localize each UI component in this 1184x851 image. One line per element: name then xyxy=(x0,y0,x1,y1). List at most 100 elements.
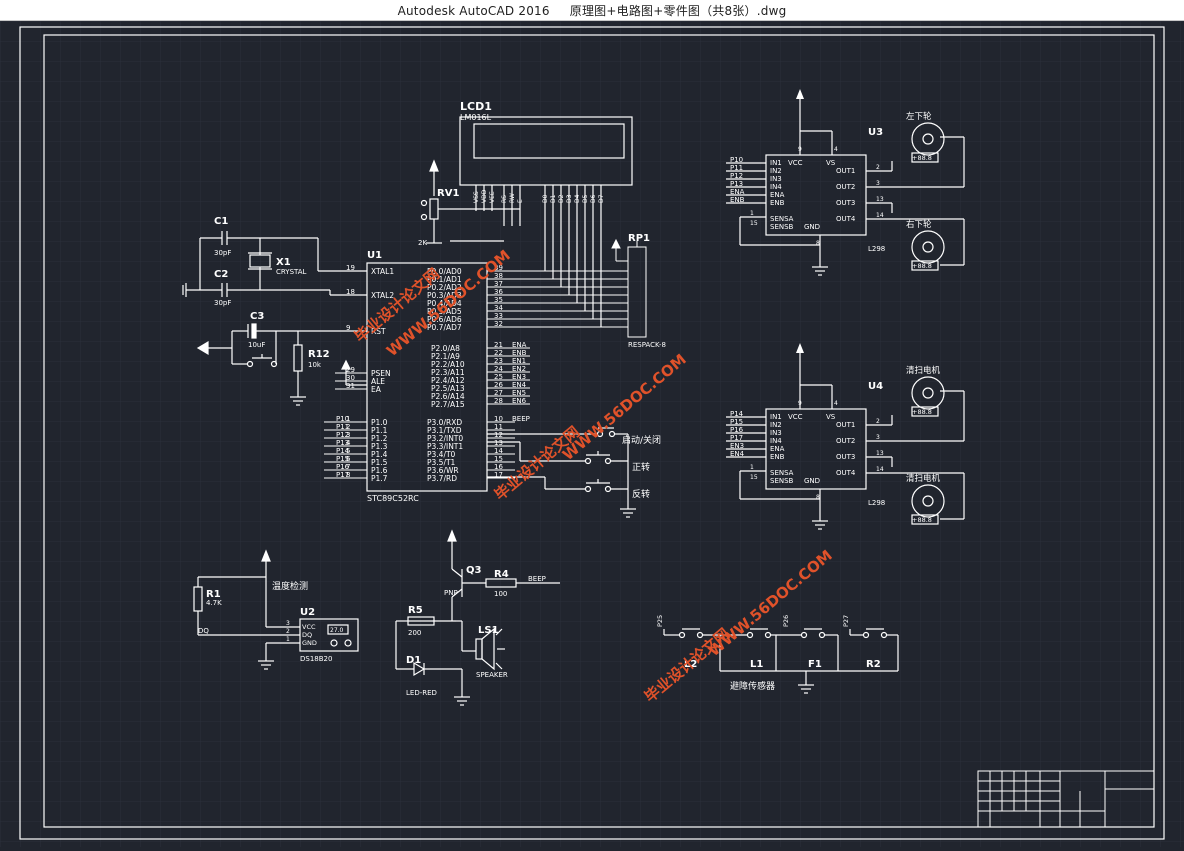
r1-ref: R1 xyxy=(206,589,221,600)
motor-hub xyxy=(922,133,934,145)
mcu-pin-number: 30 xyxy=(346,374,355,382)
mcu-stc89c52rc: U1 STC89C52RC XTAL1XTAL2RSTPSENALEEAP1.0… xyxy=(335,250,530,503)
l298-pin-label: GND xyxy=(804,223,820,231)
l298-input-net: P12 xyxy=(730,172,743,180)
motor-label: 左下轮 xyxy=(906,111,932,122)
mcu-pin-number: 10 xyxy=(494,415,503,423)
rv1-ref: RV1 xyxy=(437,188,459,199)
obstacle-l1: L1 xyxy=(750,659,763,670)
motor-display xyxy=(911,260,939,271)
mcu-pin-label: P3.4/T0 xyxy=(427,450,456,459)
motor-label: 清扫电机 xyxy=(906,473,941,484)
l298-pin-number: 13 xyxy=(876,450,884,457)
mcu-pin-label: P1.4 xyxy=(371,450,388,459)
beep-net-label: BEEP xyxy=(528,575,546,583)
l298-pin-label: VCC xyxy=(788,413,803,421)
title-bar: Autodesk AutoCAD 2016 原理图+电路图+零件图（共8张）.d… xyxy=(0,0,1184,21)
mcu-pin-label: P3.0/RXD xyxy=(427,418,462,427)
mcu-pin-number: 26 xyxy=(494,381,503,389)
motor xyxy=(911,376,945,410)
l298-pin-label: SENSA xyxy=(770,215,794,223)
r4-value: 100 xyxy=(494,590,507,598)
window-title: Autodesk AutoCAD 2016 原理图+电路图+零件图（共8张）.d… xyxy=(397,3,787,18)
mcu-pin-number: 13 xyxy=(494,439,503,447)
d1-part: LED-RED xyxy=(406,689,437,697)
mcu-pin-number: 5 xyxy=(346,447,350,455)
switch-start-stop-label: 启动/关闭 xyxy=(622,434,661,446)
l298-pin-label: OUT1 xyxy=(836,167,855,175)
mcu-pin-label: P0.2/AD2 xyxy=(427,283,462,292)
motor-value: +88.8 xyxy=(912,154,932,162)
mcu-pin-number: 1 xyxy=(346,415,350,423)
l298-pin-number: 15 xyxy=(750,220,758,227)
mcu-pin-number: 7 xyxy=(346,463,350,471)
l298-input-net: P13 xyxy=(730,180,743,188)
mcu-pin-number: 15 xyxy=(494,455,503,463)
l298-pin-number: 9 xyxy=(798,146,802,153)
c3-ref: C3 xyxy=(250,311,264,322)
temperature-sensor-circuit: 温度检测 R1 4.7K DQ U2 DS18B20 VCC DQ GND 3 … xyxy=(193,549,359,670)
mcu-pin-number: 8 xyxy=(346,471,350,479)
r4-ref: R4 xyxy=(494,569,509,580)
l298-pin-number: 4 xyxy=(834,146,838,153)
obstacle-f1: F1 xyxy=(808,659,822,670)
mcu-pin-label: P1.0 xyxy=(371,418,388,427)
dq-net-label: DQ xyxy=(198,627,209,635)
l298-ref: U3 xyxy=(868,127,883,138)
mcu-pin-label: P3.1/TXD xyxy=(427,426,462,435)
lcd-pin-label: VSS xyxy=(473,191,480,203)
p1-net-label: P16 xyxy=(336,463,350,471)
mcu-pin-label: RST xyxy=(371,327,386,336)
p2-net-label: EN1 xyxy=(512,357,526,365)
motor-value: +88.8 xyxy=(912,408,932,416)
l298-pin-label: ENA xyxy=(770,191,785,199)
l298-pin-number: 2 xyxy=(876,418,880,425)
mcu-pin-number: 37 xyxy=(494,280,503,288)
mcu-left-pins: XTAL1XTAL2RSTPSENALEEAP1.0P1.1P1.2P1.3P1… xyxy=(371,267,394,483)
mcu-pin-number: 22 xyxy=(494,349,503,357)
q3-ref: Q3 xyxy=(466,565,482,576)
r12-value: 10k xyxy=(308,361,322,369)
vcc-arrow xyxy=(796,89,804,99)
l298-input-net: P17 xyxy=(730,434,743,442)
mcu-pin-label: P2.0/A8 xyxy=(431,344,460,353)
l298-pin-label: OUT3 xyxy=(836,453,855,461)
p2-net-label: ENA xyxy=(512,341,527,349)
motor xyxy=(911,230,945,264)
ls1-part: SPEAKER xyxy=(476,671,508,679)
obstacle-l2: L2 xyxy=(684,659,697,670)
u2-pin-dq: DQ xyxy=(302,631,312,639)
mcu-pin-label: P1.1 xyxy=(371,426,388,435)
motor-display xyxy=(911,514,939,525)
l298-pin-label: ENB xyxy=(770,453,785,461)
mcu-pin-label: P3.2/INT0 xyxy=(427,434,463,443)
mcu-pin-label: P2.3/A11 xyxy=(431,368,465,377)
mcu-pin-label: P1.7 xyxy=(371,474,388,483)
mcu-pin-label: P0.3/AD3 xyxy=(427,291,462,300)
title-block xyxy=(977,770,1155,828)
l298-pin-number: 1 xyxy=(750,210,754,217)
mcu-pin-label: XTAL2 xyxy=(371,291,394,300)
mcu-pin-label: P2.1/A9 xyxy=(431,352,460,361)
l298-pin-number: 8 xyxy=(816,494,820,501)
c1-value: 30pF xyxy=(214,249,231,257)
mcu-pin-label: P1.5 xyxy=(371,458,388,467)
motor-value: +88.8 xyxy=(912,516,932,524)
l298-pin-label: IN2 xyxy=(770,167,782,175)
mcu-pin-label: P1.3 xyxy=(371,442,388,451)
mcu-pin-number: 3 xyxy=(346,431,350,439)
mcu-pin-label: P1.6 xyxy=(371,466,388,475)
switch-reverse-label: 反转 xyxy=(632,488,650,500)
p2-net-label: EN4 xyxy=(512,381,527,389)
l298-ref: U4 xyxy=(868,381,883,392)
x1-value: CRYSTAL xyxy=(276,268,307,276)
mcu-ref: U1 xyxy=(367,250,382,261)
mcu-pin-label: ALE xyxy=(371,377,385,386)
mcu-pin-number: 2 xyxy=(346,423,350,431)
mode-switches: 启动/关闭 正转 反转 xyxy=(487,427,661,518)
